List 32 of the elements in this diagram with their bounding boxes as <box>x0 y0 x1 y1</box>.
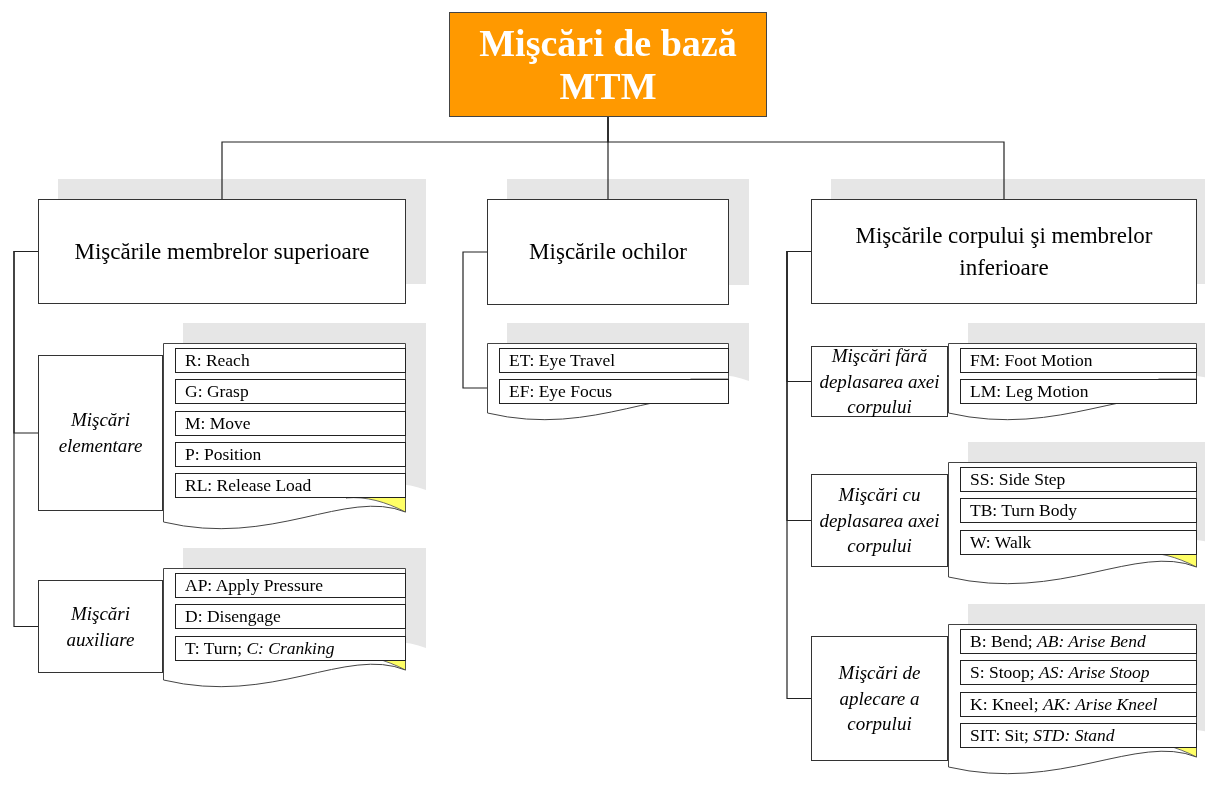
motion-box: P: Position <box>175 441 406 467</box>
motion-box: D: Disengage <box>175 604 406 630</box>
motion-box: AP: Apply Pressure <box>175 573 406 598</box>
category-box: Mişcări de aplecare a corpului <box>811 636 948 761</box>
motion-box: B: Bend; AB: Arise Bend <box>960 629 1197 654</box>
motion-box: SIT: Sit; STD: Stand <box>960 722 1197 748</box>
connector-line <box>13 250 39 628</box>
motion-box: G: Grasp <box>175 379 406 405</box>
category-box: Mişcări cu deplasarea axei corpului <box>811 474 948 567</box>
motion-box: FM: Foot Motion <box>960 348 1197 373</box>
motion-box: ET: Eye Travel <box>499 348 729 373</box>
category-box: Mişcări fără deplasarea axei corpului <box>811 346 948 417</box>
category-box: Mişcări auxiliare <box>38 580 163 673</box>
motion-box: W: Walk <box>960 529 1197 555</box>
connector-line <box>607 116 1005 200</box>
motion-box: RL: Release Load <box>175 473 406 499</box>
motion-box: S: Stoop; AS: Arise Stoop <box>960 660 1197 686</box>
motion-box: R: Reach <box>175 348 406 373</box>
motion-box: SS: Side Step <box>960 467 1197 492</box>
motion-box: K: Kneel; AK: Arise Kneel <box>960 691 1197 717</box>
connector-line <box>786 250 812 700</box>
motion-box: TB: Turn Body <box>960 498 1197 524</box>
connector-line <box>462 251 488 389</box>
root-box: Mişcări de bază MTM <box>449 12 767 117</box>
group-box: Mişcările ochilor <box>487 199 729 305</box>
category-box: Mişcări elementare <box>38 355 163 511</box>
group-box: Mişcările membrelor superioare <box>38 199 406 304</box>
motion-box: EF: Eye Focus <box>499 379 729 405</box>
motion-box: T: Turn; C: Cranking <box>175 635 406 661</box>
group-box: Mişcările corpului şi membrelor inferioare <box>811 199 1197 304</box>
motion-box: M: Move <box>175 410 406 436</box>
motion-box: LM: Leg Motion <box>960 379 1197 405</box>
